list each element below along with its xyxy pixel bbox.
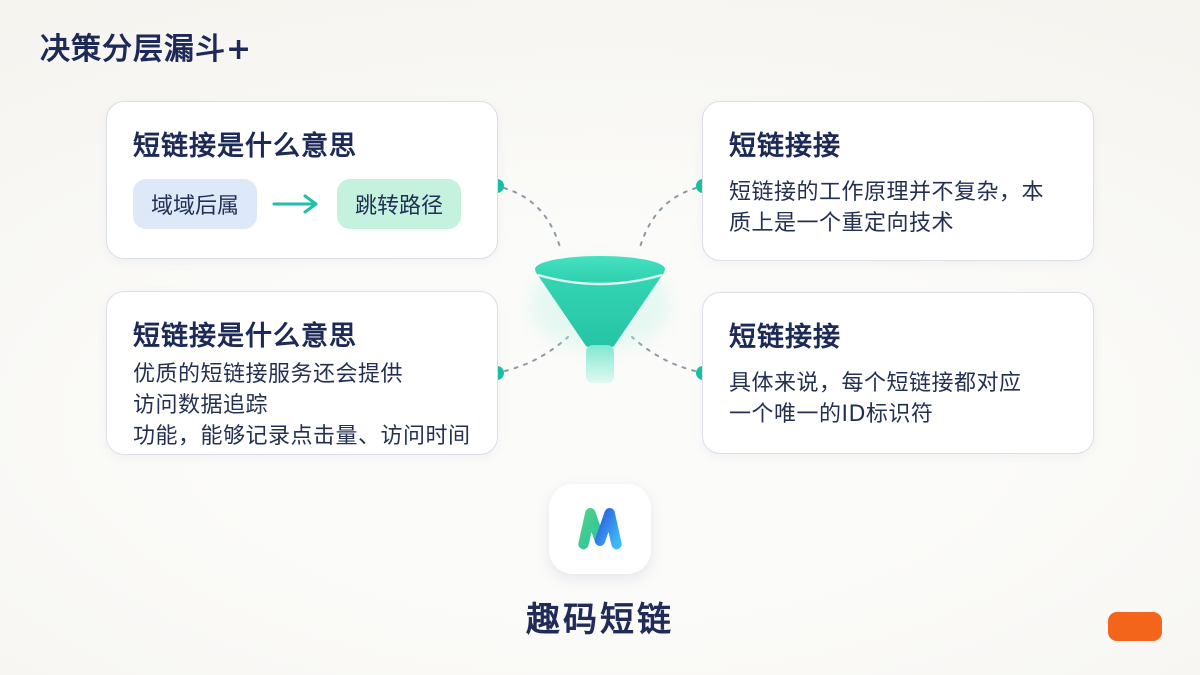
pill-redirect-path: 跳转路径: [337, 179, 462, 229]
card-bottom-right: 短链接接 具体来说，每个短链接都对应 一个唯一的ID标识符: [702, 292, 1094, 454]
card-top-right: 短链接接 短链接的工作原理并不复杂，本 质上是一个重定向技术: [702, 101, 1094, 261]
card-body-line: 优质的短链接服务还会提供: [133, 362, 404, 387]
card-title: 短链接接: [729, 322, 841, 353]
card-body-line: 访问数据追踪: [133, 393, 269, 418]
card-body: 优质的短链接服务还会提供 访问数据追踪 功能，能够记录点击量、访问时间: [133, 359, 471, 452]
page-title: 决策分层漏斗+: [40, 32, 253, 67]
arrow-right-icon: [271, 192, 323, 216]
brand-name: 趣码短链: [526, 600, 674, 640]
card-body-line: 一个唯一的ID标识符: [729, 402, 934, 427]
m-letter-icon: [578, 507, 622, 550]
brand-logo: [549, 484, 651, 574]
funnel-icon: [530, 256, 670, 383]
card-bottom-left: 短链接是什么意思 优质的短链接服务还会提供 访问数据追踪 功能，能够记录点击量、…: [106, 291, 498, 455]
card-title: 短链接接: [729, 131, 841, 162]
pill-domain: 域域后属: [133, 179, 258, 229]
card-body-line: 具体来说，每个短链接都对应: [729, 371, 1022, 396]
card-body-line: 功能，能够记录点击量、访问时间: [133, 424, 471, 449]
card-body: 具体来说，每个短链接都对应 一个唯一的ID标识符: [729, 368, 1067, 430]
pill-row: 域域后属 跳转路径: [133, 179, 471, 229]
card-body: 短链接的工作原理并不复杂，本 质上是一个重定向技术: [729, 177, 1067, 239]
card-title: 短链接是什么意思: [133, 321, 357, 352]
card-title: 短链接是什么意思: [133, 131, 357, 162]
card-top-left: 短链接是什么意思 域域后属 跳转路径: [106, 101, 498, 259]
card-body-line: 短链接的工作原理并不复杂，本: [729, 180, 1045, 205]
orange-accent-chip: [1108, 612, 1162, 641]
card-body-line: 质上是一个重定向技术: [729, 211, 955, 236]
